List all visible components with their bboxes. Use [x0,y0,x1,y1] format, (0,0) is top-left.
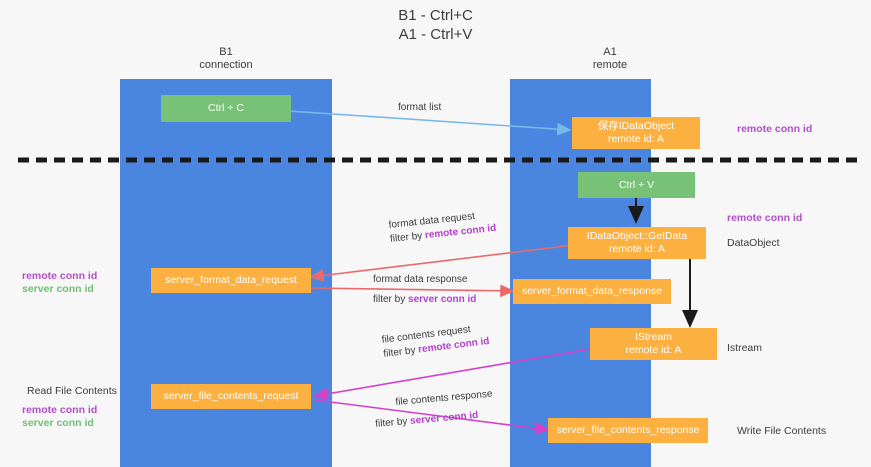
filter-by-text: filter by [374,415,411,430]
label-left-server-conn-id-2: server conn id [22,417,94,429]
column-header-a1: A1 remote [592,46,628,71]
node-ctrl-c[interactable]: Ctrl + C [161,95,291,122]
node-server-format-data-response[interactable]: server_format_data_response [513,279,671,304]
node-istream[interactable]: IStream remote id: A [590,328,717,360]
column-header-b1: B1 connection [199,46,253,71]
edge-label-format-list: format list [398,101,441,115]
label-right-istream: Istream [727,342,763,354]
filter-by-text: filter by [389,230,426,245]
edge-label-file-contents-response: file contents response filter by server … [373,388,495,432]
diagram-title: B1 - Ctrl+C A1 - Ctrl+V [398,7,473,43]
node-save-idataobject[interactable]: 保存IDataObject remote id: A [572,117,700,149]
node-server-file-contents-request[interactable]: server_file_contents_request [151,384,311,409]
edge-label-file-contents-response-line2: filter by server conn id [375,408,495,432]
label-right-dataobject: DataObject [727,237,780,249]
label-left-read-file-contents: Read File Contents [27,385,117,397]
edge-label-format-list-line1: format list [398,102,442,113]
label-left-server-conn-id-1: server conn id [22,283,94,295]
label-right-write-file-contents: Write File Contents [737,425,827,437]
label-left-remote-conn-id-1: remote conn id [22,270,98,282]
node-server-format-data-request[interactable]: server_format_data_request [151,268,311,293]
server-conn-id-highlight: server conn id [408,294,477,305]
edge-label-format-data-response: format data response filter by server co… [373,273,476,307]
label-right-remote-conn-id-2: remote conn id [727,212,803,224]
server-conn-id-highlight: server conn id [409,409,479,427]
filter-by-text: filter by [382,344,419,360]
filter-by-text: filter by [373,294,409,305]
edge-label-format-data-response-line1: format data response [373,274,468,285]
node-server-file-contents-response[interactable]: server_file_contents_response [548,418,708,443]
label-left-remote-conn-id-2: remote conn id [22,404,98,416]
edge-label-file-contents-request: file contents request filter by remote c… [381,321,490,362]
node-idataobject-getdata[interactable]: IDataObject::GetData remote id: A [568,227,706,259]
node-ctrl-v[interactable]: Ctrl + V [578,172,695,198]
edge-label-file-contents-response-line1: file contents response [395,388,493,409]
edge-label-format-data-request: format data request filter by remote con… [388,208,497,247]
label-right-remote-conn-id-1: remote conn id [737,123,813,135]
edge-label-format-data-response-line2: filter by server conn id [373,293,476,307]
